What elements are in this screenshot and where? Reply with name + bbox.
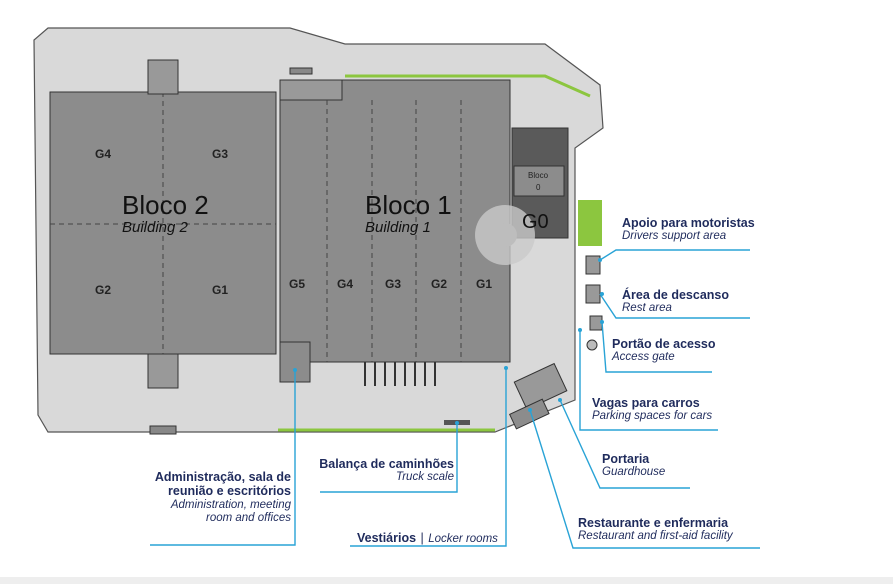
bloco1-title: Bloco 1 — [365, 190, 452, 220]
administration-pt-1: Administração, sala de — [154, 470, 291, 484]
locker-rooms-separator: | — [420, 531, 424, 545]
callout-dots — [293, 258, 604, 425]
restaurant-pt: Restaurante e enfermaria — [578, 516, 729, 530]
b2-g4-label: G4 — [95, 147, 111, 161]
green-strip-top — [345, 74, 591, 98]
restaurant-building — [513, 362, 568, 410]
locker-rooms-pt: Vestiários — [357, 531, 417, 545]
callout-drivers-support: Apoio para motoristas Drivers support ar… — [622, 216, 755, 244]
truck-scale-pt: Balança de caminhões — [319, 457, 454, 471]
restaurant-en: Restaurant and first-aid facility — [578, 530, 733, 543]
callout-access-gate: Portão de acesso Access gate — [612, 337, 716, 365]
b2-g3-label: G3 — [212, 147, 228, 161]
bottom-structure — [149, 425, 177, 435]
bloco0-number: 0 — [536, 183, 541, 192]
callout-car-parking: Vagas para carros Parking spaces for car… — [592, 396, 712, 424]
stair-top — [147, 59, 179, 95]
b2-g2-label: G2 — [95, 283, 111, 297]
building-1-annex — [279, 79, 343, 101]
gate-marker — [586, 339, 598, 351]
access-gate-en: Access gate — [612, 351, 675, 364]
b2-g1-label: G1 — [212, 283, 228, 297]
stair-bottom — [147, 353, 179, 389]
car-parking-pt: Vagas para carros — [592, 396, 700, 410]
guardhouse-building — [508, 398, 550, 430]
drivers-support-en: Drivers support area — [622, 230, 727, 243]
rest-area-en: Rest area — [622, 302, 672, 315]
guardhouse-en: Guardhouse — [602, 466, 666, 479]
callout-lines — [150, 249, 760, 549]
bloco2-title: Bloco 2 — [122, 190, 209, 220]
drivers-support-building — [585, 255, 601, 275]
gate-building — [589, 315, 603, 331]
guardhouse-pt: Portaria — [602, 452, 650, 466]
bloco1-subtitle: Building 1 — [365, 219, 431, 236]
loading-docks — [364, 362, 436, 386]
top-structure — [289, 67, 313, 75]
callout-administration: Administração, sala de reunião e escritó… — [146, 470, 291, 525]
building-0-label-box — [513, 165, 565, 197]
administration-en-1: Administration, meeting — [170, 498, 291, 511]
g0-label: G0 — [522, 211, 549, 233]
rest-area-pt: Área de descanso — [622, 288, 729, 302]
b1-g3-label: G3 — [385, 277, 401, 291]
turning-circle-inner — [493, 223, 517, 247]
callout-truck-scale: Balança de caminhões Truck scale — [318, 457, 454, 485]
green-strip-right — [578, 200, 602, 246]
bottom-bar — [0, 577, 893, 584]
administration-en-2: room and offices — [205, 511, 291, 524]
drivers-support-pt: Apoio para motoristas — [622, 216, 755, 230]
b1-g2-label: G2 — [431, 277, 447, 291]
b1-g1-label: G1 — [476, 277, 492, 291]
rest-area-building — [585, 284, 601, 304]
callout-locker-rooms: Vestiários | Locker rooms — [357, 529, 498, 547]
locker-rooms-en: Locker rooms — [428, 533, 498, 545]
bloco0-label: Bloco — [528, 171, 549, 180]
callout-guardhouse: Portaria Guardhouse — [602, 452, 665, 480]
truck-scale-en: Truck scale — [396, 471, 454, 484]
administration-pt-2: reunião e escritórios — [168, 484, 291, 499]
callout-restaurant: Restaurante e enfermaria Restaurant and … — [578, 516, 733, 544]
car-parking-en: Parking spaces for cars — [592, 410, 713, 423]
b1-g4-label: G4 — [337, 277, 353, 291]
b1-g5-label: G5 — [289, 277, 305, 291]
bloco2-subtitle: Building 2 — [122, 219, 189, 236]
access-gate-pt: Portão de acesso — [612, 337, 716, 351]
callout-rest-area: Área de descanso Rest area — [622, 288, 729, 316]
